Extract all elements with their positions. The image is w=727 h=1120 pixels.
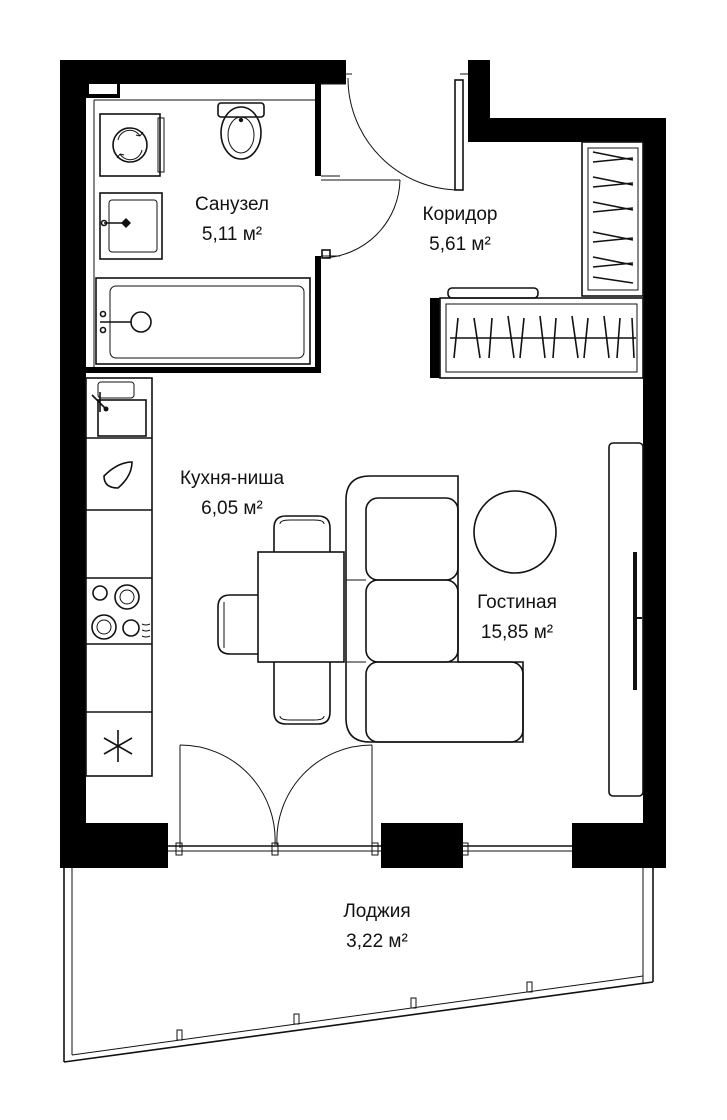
balcony-door-left-swing xyxy=(179,744,276,846)
wall-top-left xyxy=(60,60,346,84)
bathroom-fixtures xyxy=(95,102,311,365)
drop-icon xyxy=(103,461,133,489)
windows xyxy=(168,842,572,856)
window-tick-2 xyxy=(271,842,279,856)
wardrobe-icon xyxy=(439,287,644,379)
dining-table xyxy=(257,551,345,663)
room-labels: Санузел 5,11 м² Коридор 5,61 м² Кухня-ни… xyxy=(180,194,557,952)
kitchen-fixtures xyxy=(85,377,153,777)
loggia-name: Лоджия xyxy=(343,901,410,922)
bathroom-door-leaf xyxy=(321,249,331,259)
loggia-area: 3,22 м² xyxy=(346,931,408,952)
entrance-door-swing xyxy=(347,77,461,191)
kitchen-area: 6,05 м² xyxy=(201,498,263,519)
entrance-door-leaf xyxy=(454,79,464,191)
chair-left xyxy=(217,594,258,655)
partitions xyxy=(86,73,468,378)
window-tick-3 xyxy=(371,842,379,856)
sofa-icon xyxy=(345,475,524,743)
shoe-rack-icon xyxy=(581,141,644,297)
doors xyxy=(179,77,464,848)
window-tick-4 xyxy=(461,842,469,856)
kitchen-sink-icon xyxy=(91,381,147,437)
walls xyxy=(60,60,666,868)
bathtub-icon xyxy=(95,277,311,365)
window-tick-1 xyxy=(175,842,183,856)
dining-set xyxy=(217,515,345,725)
partition-bathroom-bottom xyxy=(86,367,321,373)
bathroom-area: 5,11 м² xyxy=(202,224,262,245)
bathroom-name: Санузел xyxy=(195,194,269,215)
corridor-fixtures xyxy=(439,141,644,379)
chair-bottom xyxy=(273,662,331,725)
chair-top xyxy=(273,515,331,552)
washing-machine-icon xyxy=(99,113,165,177)
wall-left xyxy=(60,60,86,868)
partition-bathroom-right-lower xyxy=(315,256,321,372)
loggia-tick-2 xyxy=(293,1013,300,1025)
bathroom-door-swing xyxy=(321,179,401,259)
corridor-name: Коридор xyxy=(422,204,497,225)
wall-top-right xyxy=(468,118,666,142)
loggia-tick-3 xyxy=(410,997,417,1009)
loggia-bottom-outer xyxy=(63,981,654,1063)
wall-bottom-right xyxy=(572,823,666,868)
bathroom-sink-icon xyxy=(99,192,163,260)
kitchen-counter xyxy=(85,377,153,777)
living-area: 15,85 м² xyxy=(481,622,553,643)
wall-bottom-left xyxy=(60,823,168,868)
wall-notch-gap xyxy=(89,84,117,94)
round-table xyxy=(473,490,557,574)
loggia-bottom-inner xyxy=(71,975,644,1056)
balcony-door-right-swing xyxy=(276,744,373,846)
stove-icon xyxy=(91,584,151,640)
kitchen-name: Кухня-ниша xyxy=(180,468,285,489)
loggia-tick-4 xyxy=(526,981,533,993)
loggia-outline xyxy=(63,868,654,1063)
wall-right xyxy=(643,118,666,868)
wall-bottom-mid xyxy=(381,823,463,868)
corridor-area: 5,61 м² xyxy=(429,234,491,255)
tv-unit xyxy=(608,442,644,797)
snowflake-icon xyxy=(103,730,133,762)
loggia-tick-1 xyxy=(176,1029,183,1041)
partition-bathroom-right xyxy=(315,84,321,176)
toilet-icon xyxy=(217,102,265,160)
partition-wardrobe xyxy=(430,298,440,378)
living-name: Гостиная xyxy=(477,592,557,613)
